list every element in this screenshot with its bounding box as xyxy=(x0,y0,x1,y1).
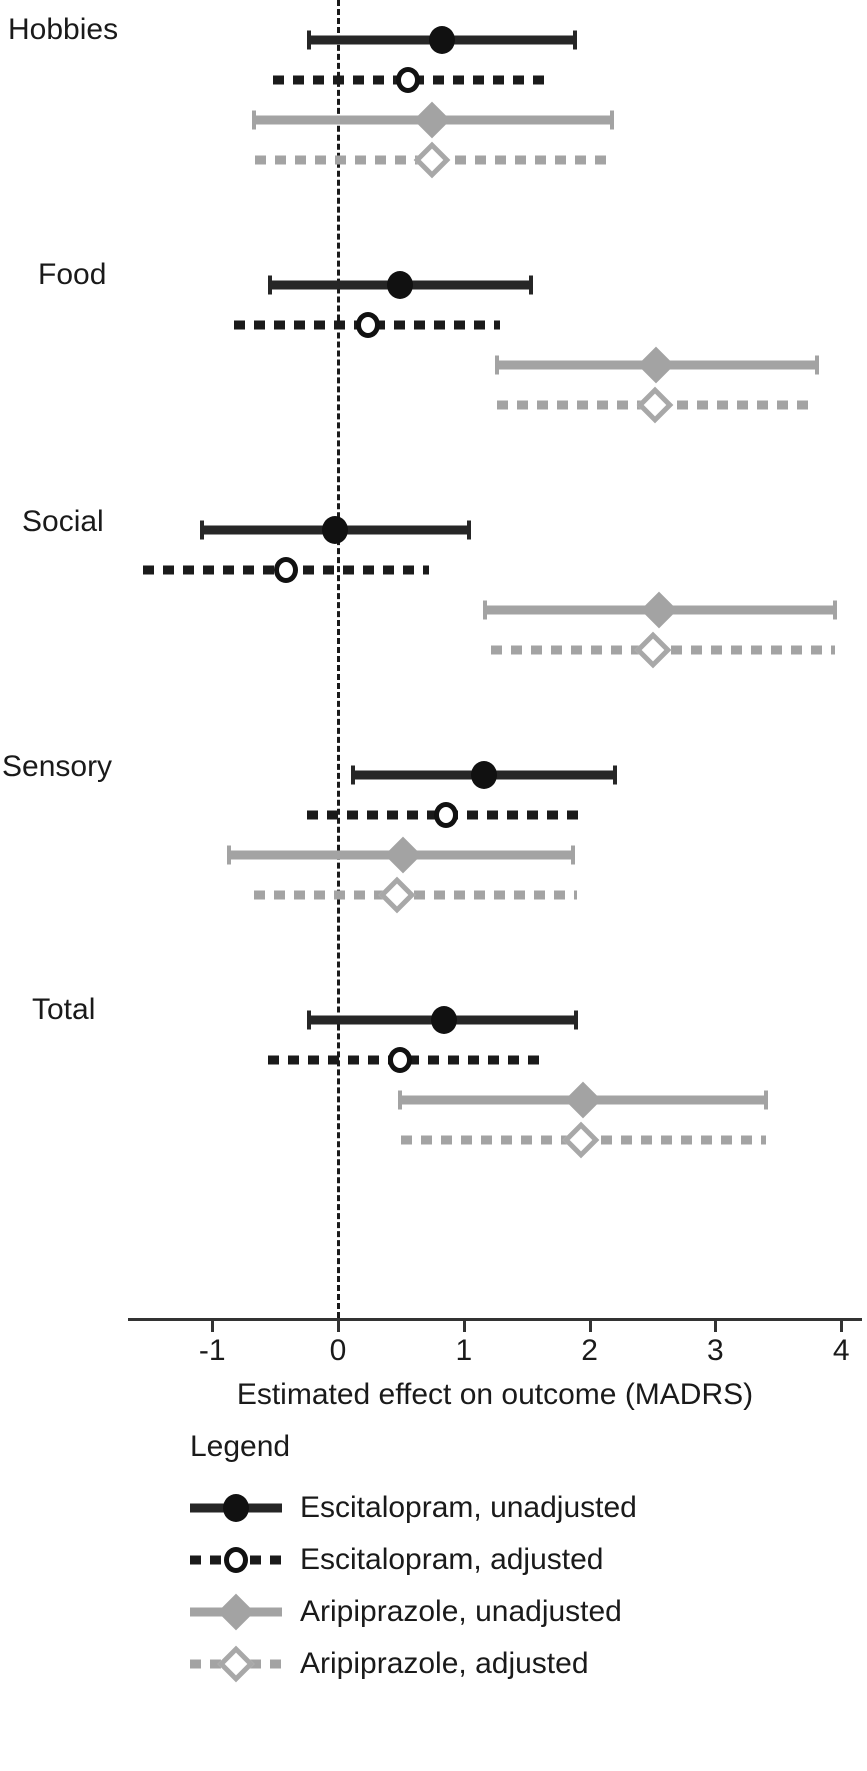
group-label-food: Food xyxy=(38,258,107,291)
ci-cap-left xyxy=(252,110,257,130)
open-circle-icon xyxy=(434,802,459,828)
ci-cap-right xyxy=(833,600,838,620)
filled-circle-icon xyxy=(470,761,497,789)
estimate-row-social-aripiprazole-unadjusted xyxy=(0,590,867,630)
ci-cap-right xyxy=(573,30,578,50)
ci-cap-right xyxy=(609,110,614,130)
estimate-row-food-aripiprazole-unadjusted xyxy=(0,345,867,385)
legend-label: Escitalopram, unadjusted xyxy=(300,1491,637,1524)
x-tick xyxy=(337,1318,340,1332)
legend-key-escitalopram-adjusted xyxy=(190,1540,282,1580)
legend-key-aripiprazole-unadjusted xyxy=(190,1592,282,1632)
group-label-social: Social xyxy=(22,505,104,538)
ci-cap-left xyxy=(350,765,355,785)
estimate-row-food-aripiprazole-adjusted xyxy=(0,385,867,425)
estimate-row-food-escitalopram-unadjusted xyxy=(0,265,867,305)
open-circle-icon xyxy=(224,1547,248,1573)
estimate-row-sensory-escitalopram-unadjusted xyxy=(0,755,867,795)
x-tick-label: -1 xyxy=(198,1334,226,1367)
estimate-row-sensory-aripiprazole-adjusted xyxy=(0,875,867,915)
open-circle-icon xyxy=(396,67,421,93)
estimate-row-hobbies-escitalopram-unadjusted xyxy=(0,20,867,60)
plot-area xyxy=(0,0,867,1318)
x-tick xyxy=(840,1318,844,1332)
legend-label: Escitalopram, adjusted xyxy=(300,1543,604,1576)
x-tick xyxy=(462,1318,466,1332)
group-label-sensory: Sensory xyxy=(2,750,113,783)
estimate-row-food-escitalopram-adjusted xyxy=(0,305,867,345)
ci-cap-left xyxy=(306,1010,311,1030)
legend-title: Legend xyxy=(190,1430,291,1463)
filled-circle-icon xyxy=(386,271,413,299)
ci-cap-left xyxy=(306,30,311,50)
open-diamond-icon xyxy=(634,631,671,669)
estimate-row-social-escitalopram-adjusted xyxy=(0,550,867,590)
ci-cap-left xyxy=(199,520,204,540)
x-tick-label: 3 xyxy=(707,1334,724,1367)
filled-diamond-icon xyxy=(640,591,678,629)
ci-cap-left xyxy=(267,275,272,295)
estimate-row-total-aripiprazole-adjusted xyxy=(0,1120,867,1160)
x-axis-line xyxy=(128,1318,862,1321)
legend-label: Aripiprazole, unadjusted xyxy=(300,1595,622,1628)
ci-cap-left xyxy=(495,355,500,375)
ci-cap-right xyxy=(528,275,533,295)
ci-cap-right xyxy=(814,355,819,375)
estimate-row-total-escitalopram-unadjusted xyxy=(0,1000,867,1040)
estimate-row-hobbies-aripiprazole-unadjusted xyxy=(0,100,867,140)
estimate-row-total-aripiprazole-unadjusted xyxy=(0,1080,867,1120)
x-tick-label: 0 xyxy=(329,1334,347,1367)
legend-item-aripiprazole-unadjusted[interactable]: Aripiprazole, unadjusted xyxy=(190,1592,790,1632)
open-diamond-icon xyxy=(378,876,416,914)
legend-item-escitalopram-adjusted[interactable]: Escitalopram, adjusted xyxy=(190,1540,790,1580)
filled-circle-icon xyxy=(322,516,349,544)
open-diamond-icon xyxy=(217,1645,255,1683)
x-tick xyxy=(211,1318,215,1332)
ci-cap-right xyxy=(467,520,472,540)
legend-item-escitalopram-unadjusted[interactable]: Escitalopram, unadjusted xyxy=(190,1488,790,1528)
open-diamond-icon xyxy=(413,141,451,179)
filled-diamond-icon xyxy=(217,1593,255,1631)
filled-circle-icon xyxy=(429,26,456,54)
estimate-row-social-escitalopram-unadjusted xyxy=(0,510,867,550)
ci-cap-right xyxy=(764,1090,769,1110)
ci-cap-left xyxy=(398,1090,403,1110)
x-tick xyxy=(714,1318,718,1332)
open-diamond-icon xyxy=(562,1121,600,1159)
x-tick-label: 2 xyxy=(581,1334,598,1367)
open-circle-icon xyxy=(274,557,299,583)
estimate-row-social-aripiprazole-adjusted xyxy=(0,630,867,670)
zero-reference-line xyxy=(337,0,340,1318)
filled-circle-icon xyxy=(430,1006,457,1034)
filled-diamond-icon xyxy=(385,836,422,874)
x-tick-label: 4 xyxy=(832,1334,850,1367)
x-tick-label: 1 xyxy=(455,1334,473,1367)
estimate-row-hobbies-escitalopram-adjusted xyxy=(0,60,867,100)
estimate-row-hobbies-aripiprazole-adjusted xyxy=(0,140,867,180)
open-diamond-icon xyxy=(636,386,674,424)
open-circle-icon xyxy=(387,1047,412,1073)
estimate-row-sensory-escitalopram-adjusted xyxy=(0,795,867,835)
ci-cap-left xyxy=(482,600,487,620)
group-label-total: Total xyxy=(32,993,96,1026)
ci-cap-right xyxy=(570,845,575,865)
legend-key-escitalopram-unadjusted xyxy=(190,1488,282,1528)
x-tick xyxy=(588,1318,592,1332)
ci-cap-right xyxy=(613,765,618,785)
x-axis-title: Estimated effect on outcome (MADRS) xyxy=(236,1378,754,1411)
filled-diamond-icon xyxy=(413,101,451,139)
legend-item-aripiprazole-adjusted[interactable]: Aripiprazole, adjusted xyxy=(190,1644,790,1684)
legend-key-aripiprazole-adjusted xyxy=(190,1644,282,1684)
ci-cap-right xyxy=(574,1010,579,1030)
ci-cap-left xyxy=(227,845,232,865)
estimate-row-total-escitalopram-adjusted xyxy=(0,1040,867,1080)
open-circle-icon xyxy=(356,312,381,338)
legend-label: Aripiprazole, adjusted xyxy=(300,1647,589,1680)
filled-diamond-icon xyxy=(564,1081,602,1119)
estimate-row-sensory-aripiprazole-unadjusted xyxy=(0,835,867,875)
filled-diamond-icon xyxy=(637,346,675,384)
filled-circle-icon xyxy=(223,1494,249,1522)
group-label-hobbies: Hobbies xyxy=(8,13,119,46)
